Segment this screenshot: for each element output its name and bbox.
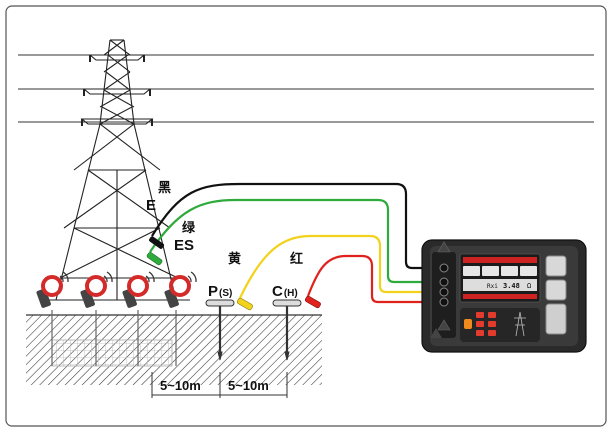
clamp-meter-icon — [80, 271, 113, 308]
clamp-meter-icon — [164, 271, 197, 308]
alligator-clip-c — [304, 295, 321, 309]
label-es-chinese: 绿 — [182, 220, 196, 236]
tester-tower-logo — [514, 311, 526, 337]
label-c-letter: C — [272, 283, 283, 300]
label-c: C(H) — [272, 283, 298, 300]
terminal-p — [439, 287, 449, 297]
clamp-meter-icon — [36, 271, 69, 308]
test-leads — [149, 182, 436, 304]
wire-black-e — [151, 182, 436, 270]
clamp-meter-icon — [122, 271, 155, 308]
ground — [26, 310, 322, 385]
side-button-bottom[interactable] — [545, 279, 567, 301]
alligator-clip-e — [149, 236, 165, 249]
wire-yellow-p — [239, 234, 436, 299]
screen-reading-prefix: Rxi — [487, 283, 498, 290]
power-button[interactable] — [464, 319, 472, 329]
keypad-key[interactable] — [488, 321, 496, 327]
alligator-clip-es — [146, 252, 163, 266]
terminal-e — [439, 263, 449, 273]
keypad-key[interactable] — [488, 330, 496, 336]
label-e: E — [146, 197, 156, 214]
clamp-meter-group — [36, 271, 197, 308]
ground-probe-icon — [272, 299, 302, 361]
keypad-key[interactable] — [476, 321, 484, 327]
label-e-chinese: 黑 — [158, 181, 171, 196]
distance-label-first: 5~10m — [160, 378, 201, 393]
alligator-clip-p — [236, 297, 253, 311]
label-p-sub: (S) — [219, 288, 232, 299]
label-c-sub: (H) — [284, 288, 298, 299]
transmission-tower-icon — [44, 39, 190, 301]
screen-reading-unit: Ω — [527, 282, 531, 290]
distance-label-second: 5~10m — [228, 378, 269, 393]
label-c-chinese: 红 — [290, 251, 303, 267]
wire-red-c — [306, 254, 436, 304]
terminal-c — [439, 297, 449, 307]
screen-reading-value: 3.48 — [503, 282, 520, 290]
terminal-es — [439, 277, 449, 287]
ground-probe-icon — [205, 299, 235, 361]
side-button-top[interactable] — [545, 255, 567, 277]
label-p-chinese: 黄 — [228, 251, 241, 267]
distance-markers — [151, 372, 288, 398]
wire-green-es — [149, 198, 436, 284]
label-p: P(S) — [208, 283, 232, 300]
keypad-key[interactable] — [476, 330, 484, 336]
keypad-key[interactable] — [476, 312, 484, 318]
label-p-letter: P — [208, 283, 218, 300]
grounding-grid — [51, 339, 173, 367]
earth-resistance-tester-icon: Rxi 3.48 Ω — [421, 239, 587, 353]
keypad-key[interactable] — [488, 312, 496, 318]
label-es: ES — [174, 237, 194, 254]
